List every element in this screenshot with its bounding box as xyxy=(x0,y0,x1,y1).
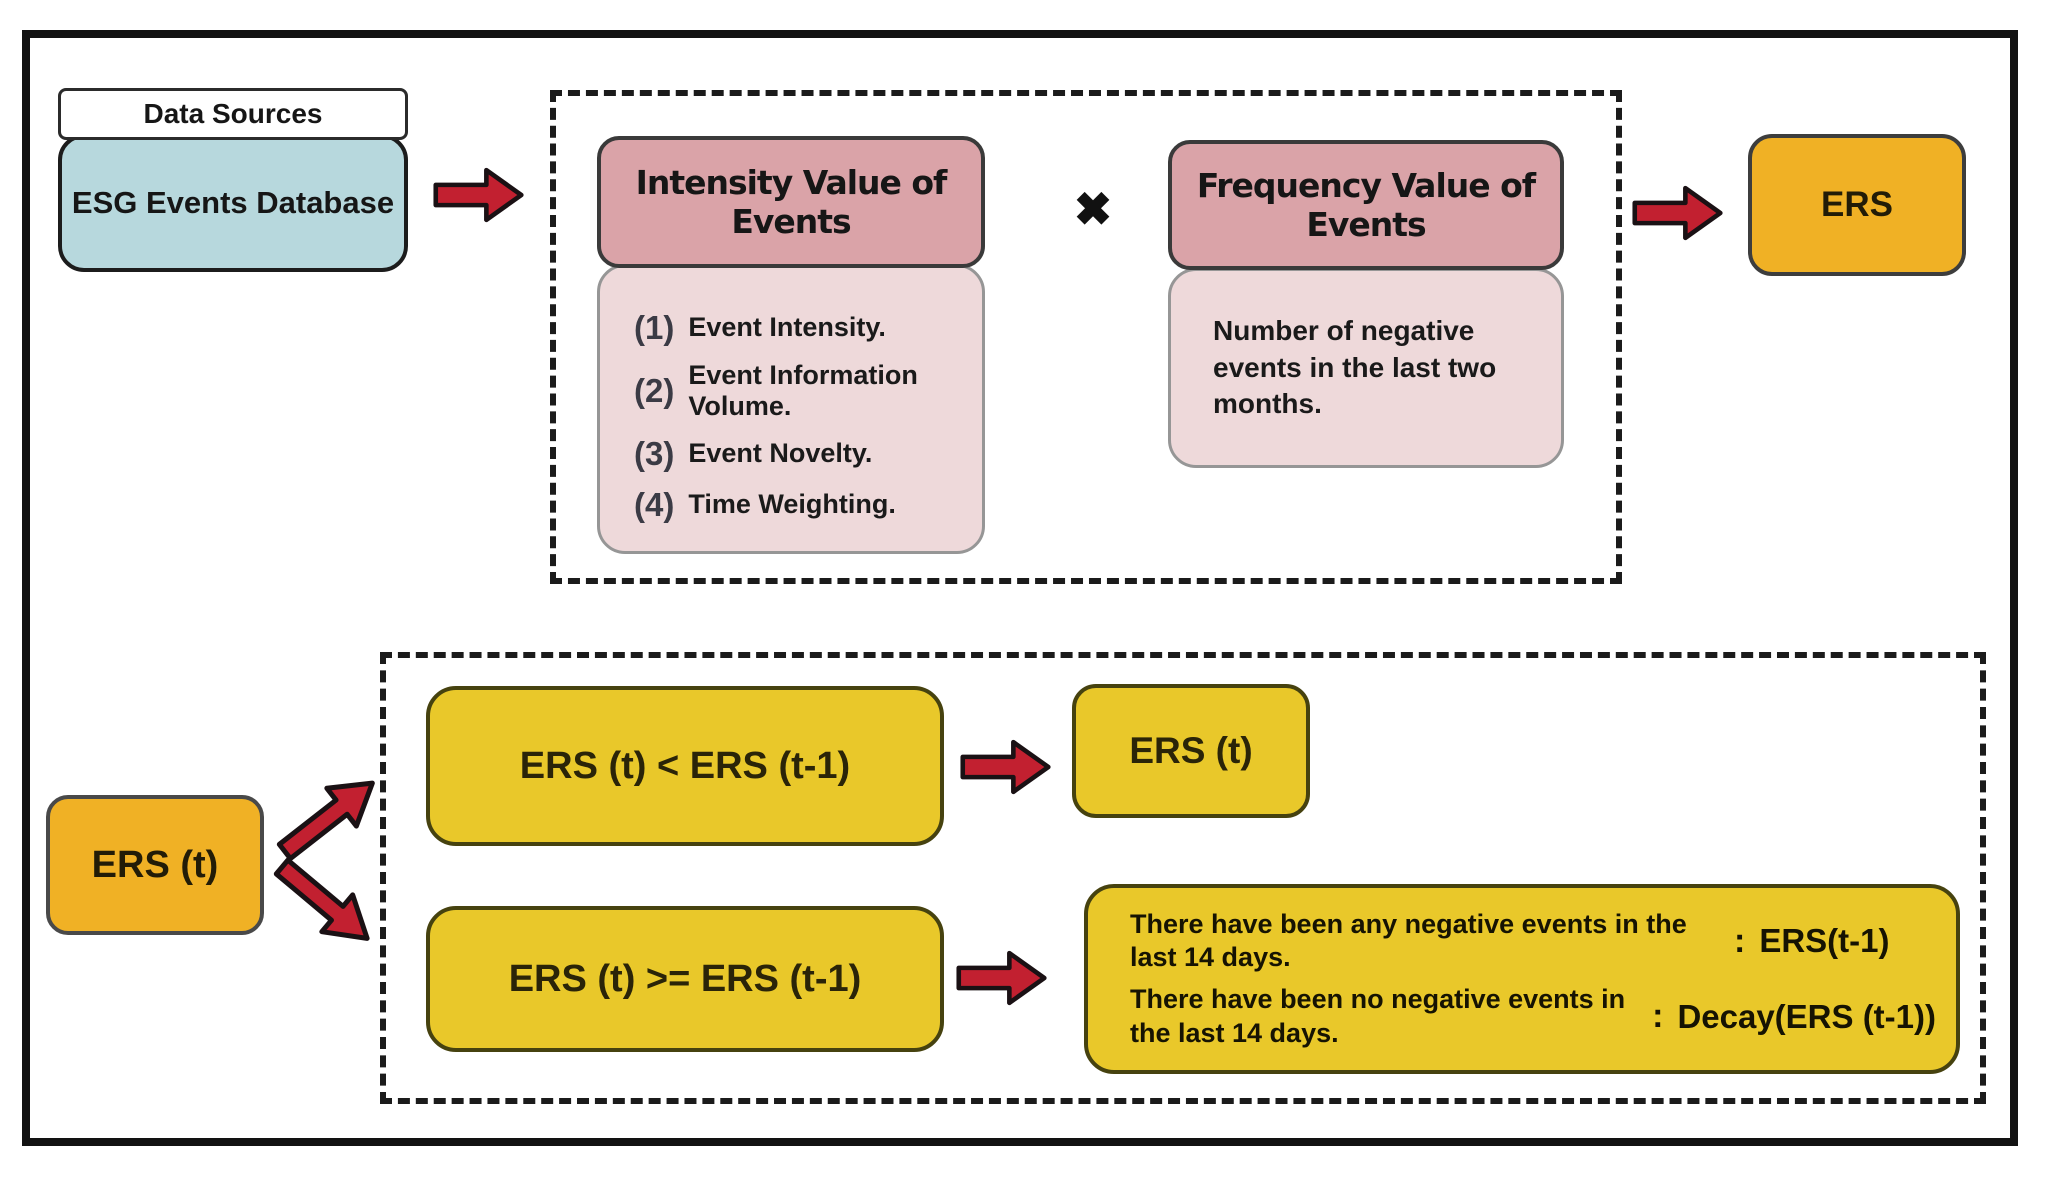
condition-decrease-box: ERS (t) < ERS (t-1) xyxy=(426,686,944,846)
esg-events-database-label: ESG Events Database xyxy=(71,185,395,220)
decay-rule-condition: There have been no negative events in th… xyxy=(1130,984,1626,1048)
list-item: (2) Event Information Volume. xyxy=(634,360,968,422)
arrow-down-right-icon xyxy=(262,844,387,961)
condition-decrease-label: ERS (t) < ERS (t-1) xyxy=(519,744,851,787)
decay-rule-row: There have been no negative events in th… xyxy=(1130,983,1936,1051)
arrow-up-right-icon xyxy=(266,759,392,874)
list-item: (3) Event Novelty. xyxy=(634,435,872,473)
frequency-value-box: Frequency Value of Events xyxy=(1168,140,1564,270)
arrow-right-icon xyxy=(433,164,525,226)
ers-result-label: ERS xyxy=(1821,185,1893,224)
list-item-label: Event Intensity. xyxy=(688,312,886,342)
list-item-number: (3) xyxy=(634,434,675,472)
ers-result-box: ERS xyxy=(1748,134,1966,276)
arrow-right-icon xyxy=(1632,182,1724,244)
list-item-label: Event Information Volume. xyxy=(688,359,918,421)
arrow-right-icon xyxy=(956,947,1048,1009)
ers-update-group xyxy=(380,652,1986,1104)
list-item: (4) Time Weighting. xyxy=(634,486,896,524)
intensity-value-label: Intensity Value of Events xyxy=(635,163,948,241)
colon-separator: : xyxy=(1734,921,1746,960)
result-decrease-label: ERS (t) xyxy=(1129,730,1253,771)
ers-t-input-box: ERS (t) xyxy=(46,795,264,935)
list-item-number: (1) xyxy=(634,308,675,346)
decay-rule-row: There have been any negative events in t… xyxy=(1130,908,1936,976)
esg-events-database-box: ESG Events Database xyxy=(58,134,408,272)
arrow-right-icon xyxy=(960,736,1052,798)
list-item-number: (4) xyxy=(634,485,675,523)
condition-increase-box: ERS (t) >= ERS (t-1) xyxy=(426,906,944,1052)
list-item-label: Time Weighting. xyxy=(688,489,896,519)
decay-rule-result: ERS(t-1) xyxy=(1759,922,1890,960)
decay-rule-condition: There have been any negative events in t… xyxy=(1130,908,1687,973)
data-sources-label: Data Sources xyxy=(143,98,323,129)
colon-separator: : xyxy=(1652,997,1664,1036)
list-item: (1) Event Intensity. xyxy=(634,309,886,347)
frequency-value-label: Frequency Value of Events xyxy=(1196,166,1536,244)
decay-rules-box: There have been any negative events in t… xyxy=(1084,884,1960,1074)
list-item-label: Event Novelty. xyxy=(688,438,873,468)
list-item-number: (2) xyxy=(634,371,675,409)
multiply-icon: ✖ xyxy=(1073,183,1113,235)
ers-t-input-label: ERS (t) xyxy=(91,843,219,886)
decay-rule-result: Decay(ERS (t-1)) xyxy=(1677,997,1936,1035)
condition-increase-label: ERS (t) >= ERS (t-1) xyxy=(508,957,862,1000)
intensity-factors-box: (1) Event Intensity. (2) Event Informati… xyxy=(597,264,985,554)
frequency-note-box: Number of negative events in the last tw… xyxy=(1168,268,1564,468)
result-decrease-box: ERS (t) xyxy=(1072,684,1310,818)
frequency-note-label: Number of negative events in the last tw… xyxy=(1213,315,1497,420)
diagram-border xyxy=(22,30,2018,1146)
intensity-value-box: Intensity Value of Events xyxy=(597,136,985,268)
ers-calculation-group xyxy=(550,90,1622,584)
data-sources-label-box: Data Sources xyxy=(58,88,408,140)
